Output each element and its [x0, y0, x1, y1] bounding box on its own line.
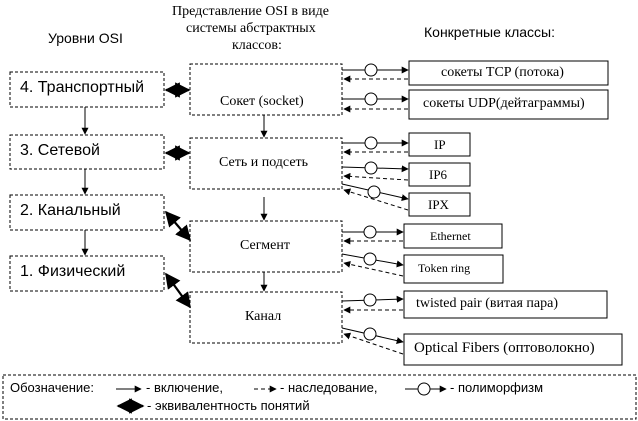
abstract-box-channel	[189, 291, 343, 344]
legend-symbols	[116, 382, 447, 414]
osi-level-boxes	[9, 71, 165, 292]
legend-inheritance-label: - наследование,	[280, 380, 378, 395]
level-label-physical: 1. Физический	[20, 263, 126, 280]
header-abstract-line3: классов:	[232, 38, 282, 53]
concrete-label-optical: Optical Fibers (оптоволокно)	[414, 340, 595, 356]
abstract-box-segment	[189, 220, 343, 273]
concrete-box-ip	[408, 132, 471, 157]
abstract-label-socket: Сокет (socket)	[220, 94, 304, 109]
concrete-label-twisted-pair: twisted pair (витая пара)	[416, 296, 558, 311]
legend-box	[2, 374, 637, 420]
concrete-label-ip: IP	[434, 137, 446, 152]
header-abstract-line1: Представление OSI в виде	[172, 4, 329, 19]
header-osi-levels: Уровни OSI	[48, 30, 123, 46]
concrete-box-optical	[403, 333, 623, 366]
concrete-label-ip6: IP6	[429, 167, 448, 182]
legend-equivalence-label: - эквивалентность понятий	[147, 398, 310, 413]
level-box-datalink	[9, 194, 165, 231]
level-box-transport	[9, 71, 165, 108]
abstract-box-network	[189, 137, 343, 190]
concrete-box-ethernet	[403, 223, 503, 249]
concrete-label-ipx: IPX	[428, 197, 449, 212]
polymorphism-links	[341, 63, 409, 355]
legend-inclusion-label: - включение,	[146, 380, 224, 395]
header-concrete: Конкретные классы:	[424, 24, 555, 40]
legend-polymorphism-circle	[417, 382, 431, 396]
level-label-network: 3. Сетевой	[20, 142, 100, 159]
concrete-box-ipx	[408, 192, 471, 217]
abstract-label-network: Сеть и подсеть	[219, 155, 309, 170]
legend-title: Обозначение:	[10, 380, 95, 395]
abstract-label-segment: Сегмент	[240, 238, 290, 253]
level-box-physical	[9, 255, 165, 292]
concrete-box-udp	[408, 89, 609, 120]
level-label-transport: 4. Транспортный	[20, 79, 145, 96]
abstract-label-channel: Канал	[245, 309, 282, 324]
level-label-datalink: 2. Канальный	[20, 202, 121, 219]
concrete-class-boxes	[403, 60, 623, 366]
concrete-label-tcp: сокеты TCP (потока)	[441, 65, 564, 80]
concrete-label-udp: сокеты UDP(дейтаграммы)	[423, 96, 585, 111]
concrete-label-tokenring: Token ring	[418, 261, 471, 275]
concrete-box-tcp	[408, 60, 609, 86]
legend-polymorphism-label: - полиморфизм	[450, 380, 544, 395]
concrete-box-tokenring	[403, 254, 504, 284]
concrete-box-twisted-pair	[403, 290, 608, 319]
equivalence-arrows	[164, 82, 192, 309]
concrete-label-ethernet: Ethernet	[430, 229, 471, 243]
header-abstract-line2: системы абстрактных	[186, 21, 316, 36]
concrete-box-ip6	[408, 162, 471, 187]
level-box-network	[9, 134, 165, 170]
